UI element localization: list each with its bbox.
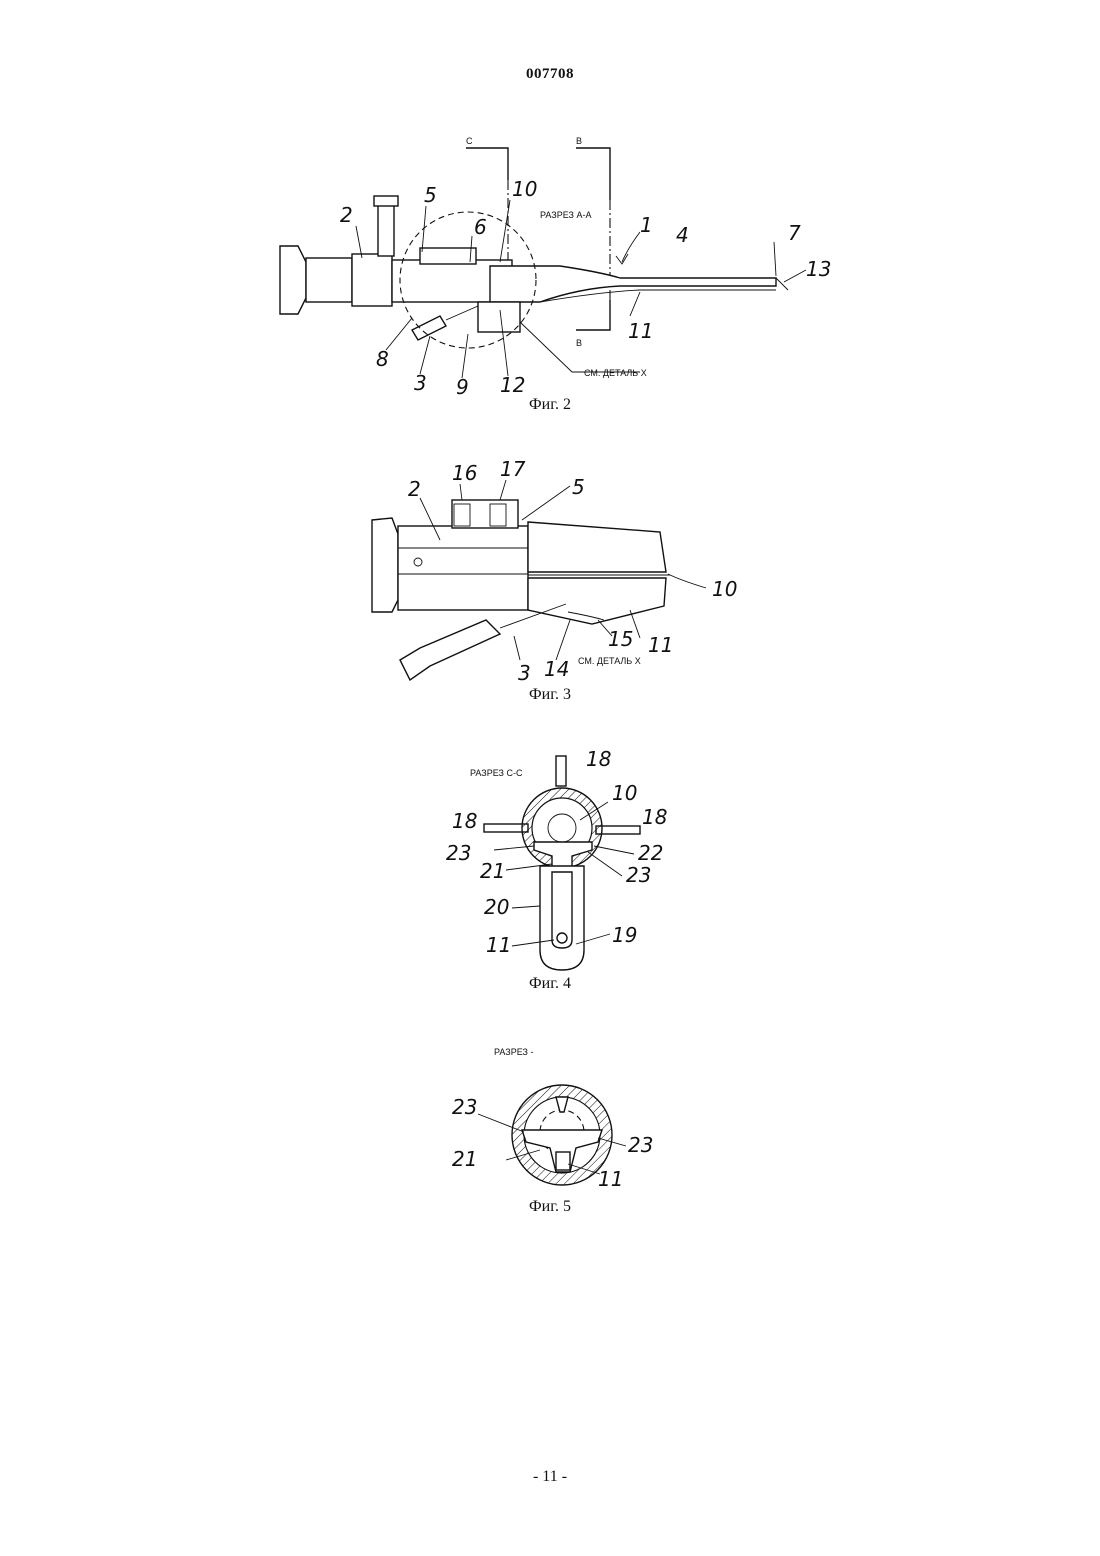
ref-label: 11: [648, 633, 673, 657]
ref-label: 16: [452, 461, 477, 485]
ref-label: 7: [788, 221, 801, 245]
figure-caption: Фиг. 5: [0, 1198, 1100, 1216]
figure-3-drawing: 2 16 17 5 10 15 11 3 14 СМ. ДЕТАЛЬ Х: [0, 450, 1100, 690]
ref-label: 13: [806, 257, 831, 281]
detail-note: СМ. ДЕТАЛЬ Х: [584, 368, 647, 378]
section-mark-c: C: [466, 136, 473, 146]
ref-label: 3: [518, 661, 531, 685]
ref-label: 14: [544, 657, 569, 681]
ref-label: 8: [376, 347, 389, 371]
ref-label: 10: [512, 177, 537, 201]
ref-label: 19: [612, 923, 637, 947]
section-title: РАЗРЕЗ А-А: [540, 210, 592, 220]
figure-caption: Фиг. 4: [0, 975, 1100, 993]
ref-label: 6: [474, 215, 487, 239]
ref-label: 23: [628, 1133, 653, 1157]
ref-label: 21: [480, 859, 505, 883]
ref-label: 15: [608, 627, 633, 651]
ref-label: 11: [628, 319, 653, 343]
ref-label: 4: [676, 223, 689, 247]
ref-label: 10: [712, 577, 737, 601]
section-title: РАЗРЕЗ -: [494, 1047, 533, 1057]
ref-label: 20: [484, 895, 509, 919]
ref-label: 17: [500, 457, 526, 481]
figure-caption: Фиг. 3: [0, 686, 1100, 704]
section-mark-b-bottom: B: [576, 338, 582, 348]
ref-label: 11: [486, 933, 511, 957]
page-number: - 11 -: [0, 1468, 1100, 1486]
figure-caption: Фиг. 2: [0, 396, 1100, 414]
ref-label: 3: [414, 371, 427, 395]
ref-label: 10: [612, 781, 637, 805]
ref-label: 2: [408, 477, 421, 501]
figure-4-drawing: РАЗРЕЗ С-С 18 10 18 18 22 23 23 21 20 11…: [0, 745, 1100, 975]
ref-label: 12: [500, 373, 525, 397]
section-mark-b-top: B: [576, 136, 582, 146]
document-number: 007708: [0, 66, 1100, 83]
ref-label: 5: [572, 475, 585, 499]
section-title: РАЗРЕЗ С-С: [470, 768, 523, 778]
ref-label: 18: [586, 747, 611, 771]
ref-label: 23: [452, 1095, 477, 1119]
figure-5-drawing: РАЗРЕЗ - 23 23 21 11: [0, 1035, 1100, 1195]
ref-label: 1: [640, 213, 653, 237]
ref-label: 23: [446, 841, 471, 865]
ref-label: 21: [452, 1147, 477, 1171]
ref-label: 22: [638, 841, 663, 865]
ref-label: 18: [452, 809, 477, 833]
detail-note: СМ. ДЕТАЛЬ Х: [578, 656, 641, 666]
ref-label: 23: [626, 863, 651, 887]
ref-label: 5: [424, 183, 437, 207]
figure-2-drawing: C B B РАЗРЕЗ А-А СМ. ДЕТАЛЬ Х 2 5 10 6 1…: [0, 120, 1100, 400]
ref-label: 11: [598, 1167, 623, 1191]
ref-label: 18: [642, 805, 667, 829]
ref-label: 2: [340, 203, 353, 227]
